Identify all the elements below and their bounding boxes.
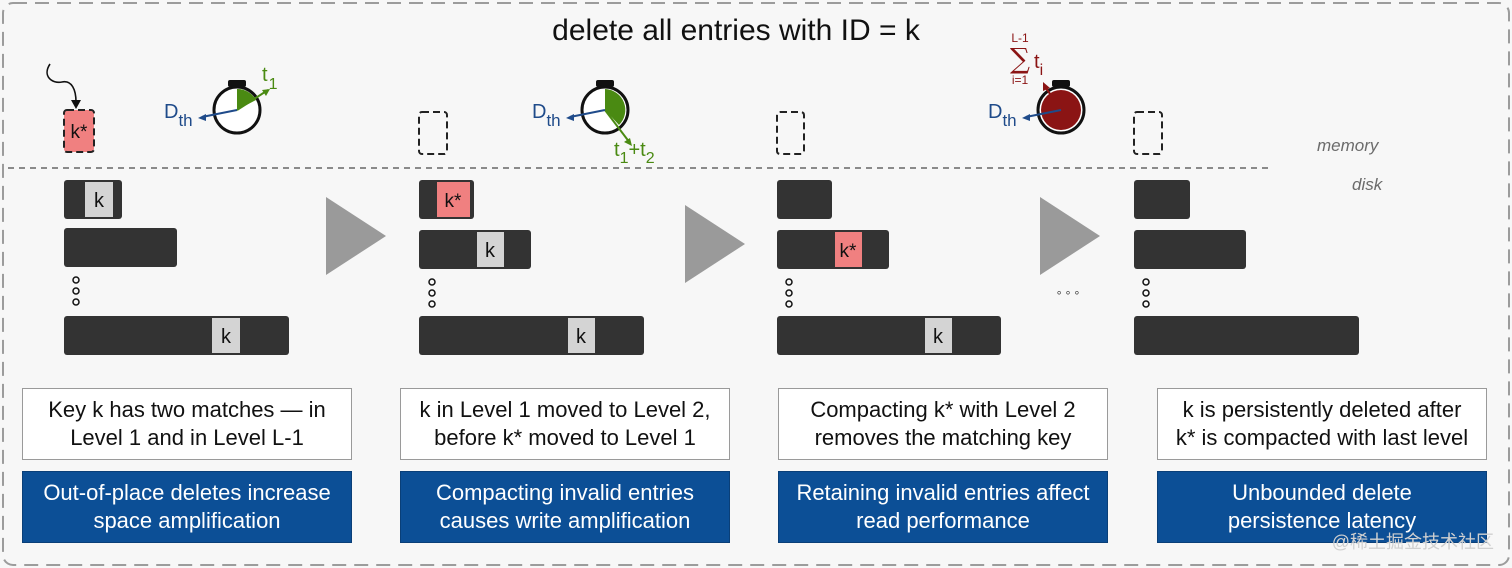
sum-sigma: ∑: [1010, 42, 1030, 75]
dth-label: Dth: [532, 101, 561, 130]
banner-panel-4: Unbounded delete persistence latency: [1157, 471, 1487, 543]
panel-2: t1+t2 Dth k* k k: [418, 80, 655, 355]
level-dots: [785, 278, 793, 308]
level-dots: [72, 276, 80, 306]
timer-icon: [566, 80, 632, 146]
banner-panel-3: Retaining invalid entries affect read pe…: [778, 471, 1108, 543]
banner-panel-2: Compacting invalid entries causes write …: [400, 471, 730, 543]
level-last-run: [777, 316, 1001, 355]
diagram-title: delete all entries with ID = k: [552, 14, 920, 47]
dth-label: Dth: [164, 101, 193, 130]
level-last-key: [212, 318, 240, 353]
sum-upper-label: L-1: [1011, 31, 1029, 45]
timer-icon: [198, 80, 270, 135]
level-last-run: [419, 316, 644, 355]
t1-plus-t2-label: t1+t2: [614, 139, 655, 167]
memory-empty-buffer: [1133, 111, 1163, 155]
insert-arrow: [46, 63, 77, 103]
tombstone-label: k*: [71, 122, 89, 143]
level-1-key-label: k: [94, 190, 105, 212]
level-2-tombstone: [835, 232, 862, 267]
level-1-tombstone-label: k*: [445, 191, 463, 212]
memory-label: memory: [1317, 136, 1379, 155]
sum-lower-label: i=1: [1012, 73, 1029, 87]
transition-arrow-2: [685, 205, 745, 283]
memory-tombstone: [63, 109, 95, 153]
level-last-key-label: k: [933, 326, 944, 348]
level-dots: [1142, 278, 1150, 308]
t1-label: t1: [262, 64, 278, 93]
level-1-key: [85, 182, 113, 217]
caption-panel-3: Compacting k* with Level 2 removes the m…: [778, 388, 1108, 460]
insert-arrow-head: [71, 100, 81, 109]
caption-panel-1: Key k has two matches — in Level 1 and i…: [22, 388, 352, 460]
level-2-run: [419, 230, 531, 269]
sum-ti-label: ti: [1034, 51, 1043, 79]
panel-4: L-1 ∑ i=1 ti Dth: [988, 31, 1359, 355]
level-2-run: [64, 228, 177, 267]
watermark: @稀土掘金技术社区: [1331, 532, 1494, 552]
dth-label: Dth: [988, 101, 1017, 130]
level-2-tombstone-label: k*: [840, 241, 858, 262]
level-last-run: [1134, 316, 1359, 355]
disk-label: disk: [1352, 175, 1383, 194]
level-dots: [428, 278, 436, 308]
memory-empty-buffer: [418, 111, 448, 155]
caption-panel-2: k in Level 1 moved to Level 2, before k*…: [400, 388, 730, 460]
transition-arrow-1: [326, 197, 386, 275]
level-1-run: [1134, 180, 1190, 219]
level-1-tombstone: [437, 182, 470, 217]
level-2-key-label: k: [485, 240, 496, 262]
level-2-run: [777, 230, 889, 269]
level-last-key: [568, 318, 595, 353]
timer-icon: [1022, 80, 1086, 135]
level-last-run: [64, 316, 289, 355]
transition-arrow-3: [1040, 197, 1100, 275]
panel-3: k* k: [776, 111, 1001, 355]
level-last-key-label: k: [576, 326, 587, 348]
memory-empty-buffer: [776, 111, 805, 155]
level-2-run: [1134, 230, 1246, 269]
banner-panel-1: Out-of-place deletes increase space ampl…: [22, 471, 352, 543]
level-last-key-label: k: [221, 326, 232, 348]
level-last-key: [925, 318, 952, 353]
panel-1: k* t1 Dth k k: [46, 63, 289, 355]
more-steps-ellipsis: ◦ ◦ ◦: [1057, 284, 1080, 300]
level-1-run: [777, 180, 832, 219]
level-2-key: [477, 232, 504, 267]
caption-panel-4: k is persistently deleted after k* is co…: [1157, 388, 1487, 460]
